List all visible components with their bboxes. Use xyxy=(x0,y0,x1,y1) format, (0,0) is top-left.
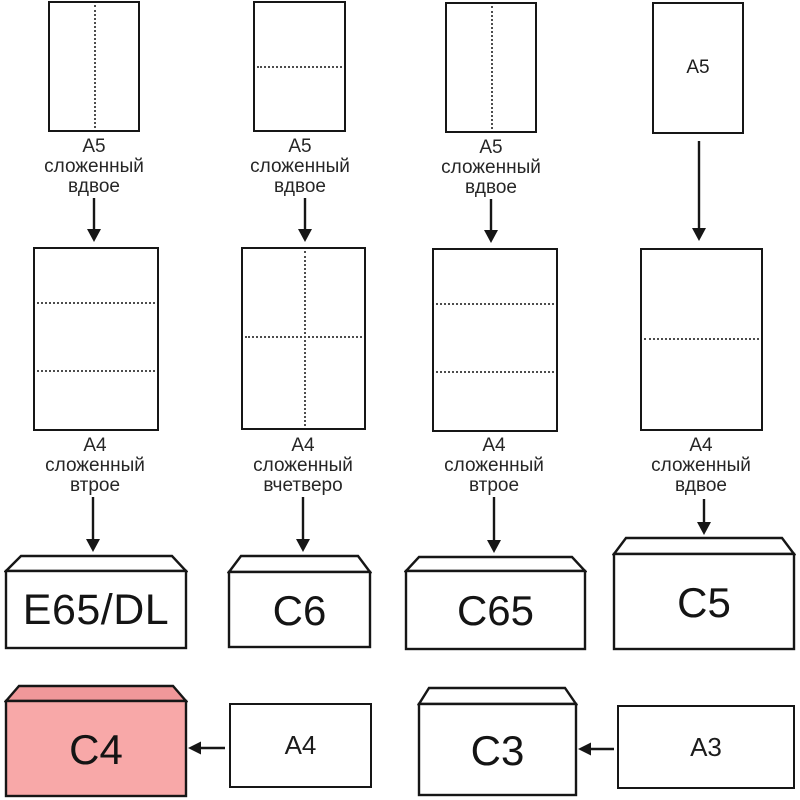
envelope-flap xyxy=(404,555,587,573)
fold-line xyxy=(37,370,155,372)
sheet-caption: А4 сложенный вдвое xyxy=(616,436,786,496)
envelope-label: C3 xyxy=(470,726,525,774)
sheet-a4-col2 xyxy=(241,247,366,430)
envelope-label: C65 xyxy=(456,587,535,634)
caption-line: втрое xyxy=(468,475,520,496)
caption-line: А4 xyxy=(291,435,315,456)
caption-line: А4 xyxy=(83,435,107,456)
envelope-c65: C65 xyxy=(404,555,587,651)
envelope-body xyxy=(227,570,372,649)
caption-line: втрое xyxy=(69,475,121,496)
sheet-a5-col1 xyxy=(48,1,140,132)
envelope-flap xyxy=(612,536,796,556)
fold-line xyxy=(37,302,155,304)
caption-line: сложенный xyxy=(45,455,145,476)
envelope-c4: C4 xyxy=(4,684,188,798)
sheet-a5-col4: А5 xyxy=(652,2,744,134)
arrow-down-icon xyxy=(692,141,706,241)
sheet-a4-source: А4 xyxy=(229,703,372,788)
envelope-body xyxy=(404,569,587,651)
envelope-c5: C5 xyxy=(612,536,796,651)
caption-line: сложенный xyxy=(250,156,350,177)
arrow-down-icon xyxy=(298,198,312,242)
envelope-label: C4 xyxy=(69,725,123,773)
sheet-caption: А5 сложенный вдвое xyxy=(406,138,576,198)
fold-line xyxy=(94,5,96,128)
caption-line: сложенный xyxy=(44,156,144,177)
caption-line: А5 xyxy=(479,137,503,158)
arrow-down-icon xyxy=(296,497,310,552)
caption-line: А5 xyxy=(288,136,312,157)
arrow-down-icon xyxy=(86,497,100,552)
sheet-caption: А4 сложенный вчетверо xyxy=(218,436,388,496)
sheet-label: А3 xyxy=(690,731,722,762)
envelope-body xyxy=(612,552,796,651)
sheet-caption: А5 сложенный вдвое xyxy=(215,137,385,197)
envelope-body xyxy=(4,569,188,650)
envelope-body xyxy=(417,702,578,797)
arrow-left-icon xyxy=(578,742,614,756)
sheet-a3-source: А3 xyxy=(617,705,795,789)
caption-line: сложенный xyxy=(444,455,544,476)
envelope-label: C5 xyxy=(677,578,731,626)
fold-line xyxy=(257,66,342,68)
sheet-caption: А4 сложенный втрое xyxy=(10,436,180,496)
sheet-caption: А5 сложенный вдвое xyxy=(9,137,179,197)
caption-line: вдвое xyxy=(465,177,517,198)
sheet-a4-col1 xyxy=(33,247,159,431)
fold-line xyxy=(491,6,493,129)
arrow-down-icon xyxy=(484,199,498,243)
envelope-body xyxy=(4,699,188,798)
caption-line: сложенный xyxy=(651,455,751,476)
arrow-down-icon xyxy=(697,499,711,535)
caption-line: А5 xyxy=(82,136,106,157)
sheet-a5-col3 xyxy=(445,2,537,133)
sheet-a5-col2 xyxy=(253,1,346,132)
sheet-label: А5 xyxy=(686,57,710,78)
caption-line: А4 xyxy=(482,435,506,456)
envelope-c6: C6 xyxy=(227,554,372,649)
fold-line xyxy=(436,371,554,373)
caption-line: вчетверо xyxy=(263,475,343,496)
envelope-label: E65/DL xyxy=(22,586,170,634)
fold-line xyxy=(303,251,306,426)
envelope-flap xyxy=(227,554,372,574)
caption-line: сложенный xyxy=(253,455,353,476)
envelope-label: C6 xyxy=(272,586,327,634)
envelope-flap xyxy=(417,686,578,706)
sheet-caption: А4 сложенный втрое xyxy=(409,436,579,496)
fold-line xyxy=(644,338,759,340)
envelope-flap xyxy=(4,684,188,703)
caption-line: сложенный xyxy=(441,157,541,178)
sheet-a4-col4 xyxy=(640,248,763,431)
envelope-c3: C3 xyxy=(417,686,578,797)
arrow-left-icon xyxy=(188,741,225,755)
sheet-label: А4 xyxy=(284,730,317,760)
arrow-down-icon xyxy=(487,497,501,553)
sheet-a4-col3 xyxy=(432,248,558,432)
fold-line xyxy=(436,303,554,305)
caption-line: вдвое xyxy=(274,176,326,197)
caption-line: вдвое xyxy=(675,475,727,496)
caption-line: вдвое xyxy=(68,176,120,197)
envelope-flap xyxy=(4,554,188,573)
fold-line xyxy=(245,336,362,338)
envelope-e65dl: E65/DL xyxy=(4,554,188,650)
arrow-down-icon xyxy=(87,198,101,242)
caption-line: А4 xyxy=(689,435,713,456)
